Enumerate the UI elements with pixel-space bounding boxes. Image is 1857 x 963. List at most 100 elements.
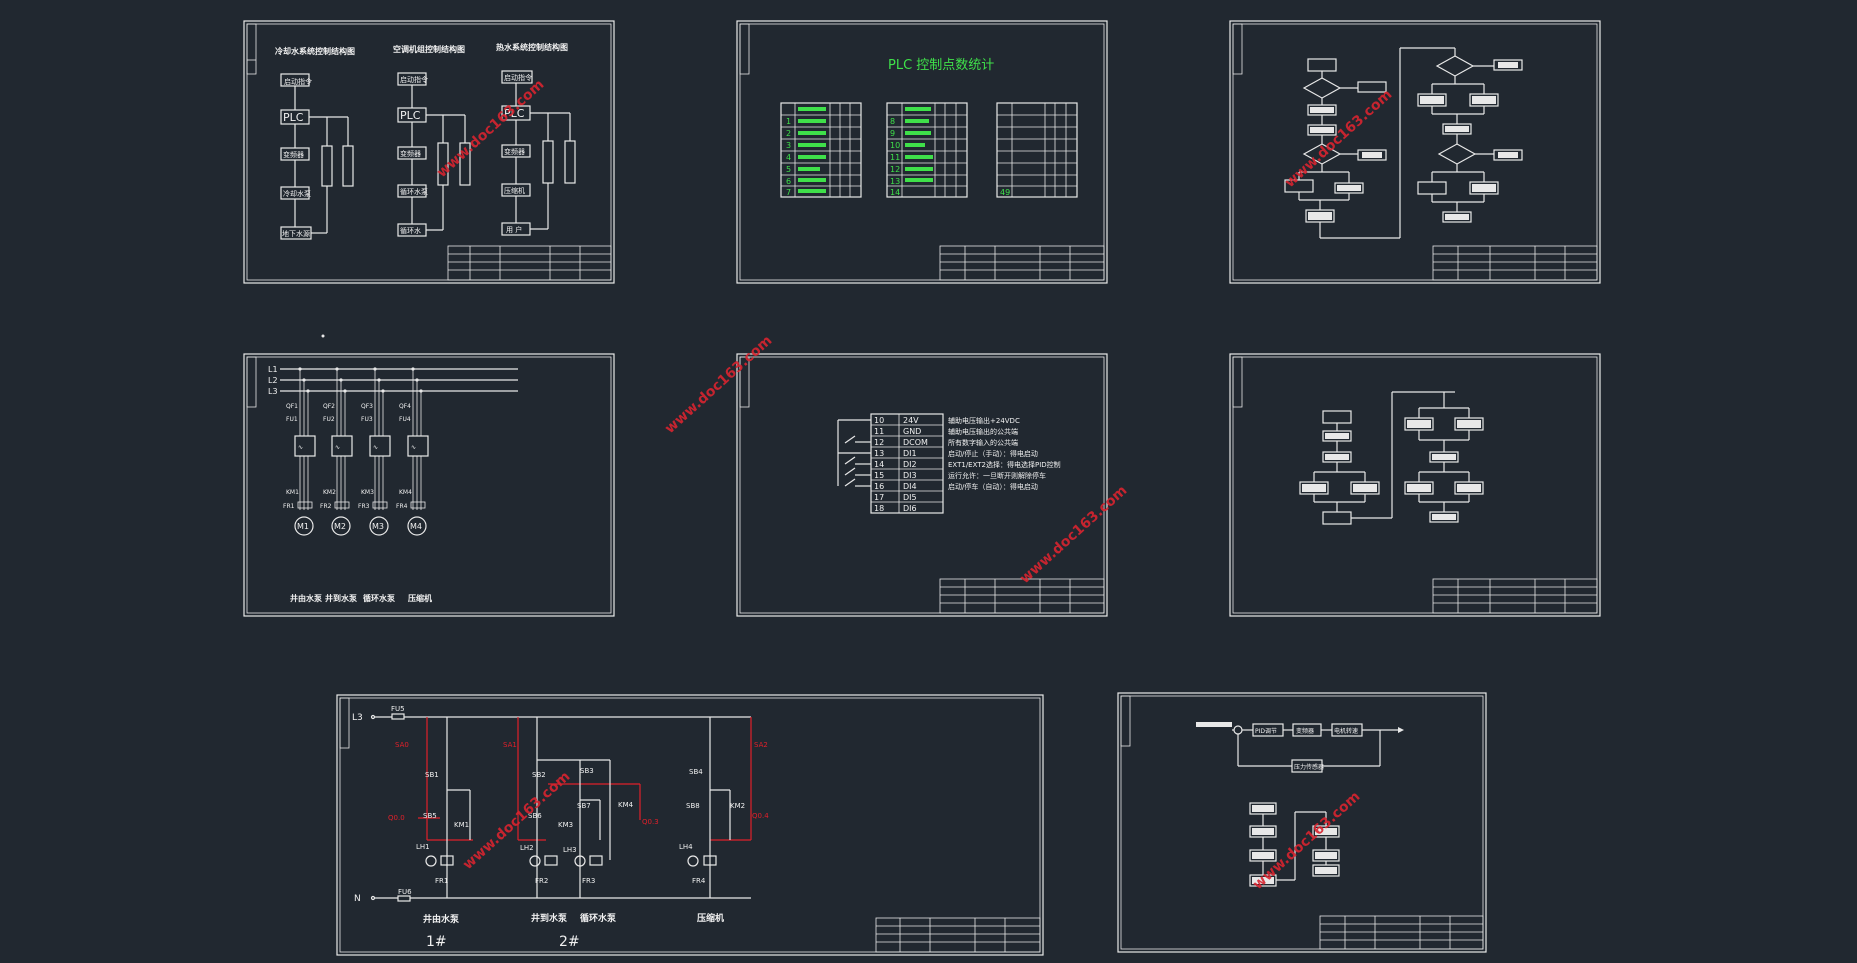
s4-junction bbox=[377, 378, 381, 382]
s7-fr2: FR2 bbox=[535, 877, 548, 885]
s5-num: 18 bbox=[874, 504, 884, 513]
s4-fuse: FU2 bbox=[323, 416, 335, 423]
sheet1-c3-plc: PLC bbox=[504, 107, 525, 120]
sheet-4-main-circuit[interactable]: L1 L2 L3 bbox=[243, 353, 615, 617]
s7-fr1: FR1 bbox=[435, 877, 448, 885]
sheet-4-labels: 井由水泵 井到水泵 循环水泵 压缩机 bbox=[290, 593, 432, 603]
s5-desc: 辅助电压输出+24VDC bbox=[948, 416, 1020, 425]
s7-fr3: FR3 bbox=[582, 877, 595, 885]
s7-lh3: LH3 bbox=[563, 846, 577, 854]
s4-vfd-box bbox=[407, 435, 429, 457]
sheet-5-terminal-wiring[interactable] bbox=[736, 353, 1108, 617]
t1-r4: 5 bbox=[786, 165, 791, 174]
s4-fuse: FU3 bbox=[361, 416, 373, 423]
t1-r6: 7 bbox=[786, 188, 791, 197]
s8-vfd: 变频器 bbox=[1296, 727, 1314, 735]
s4-contactor: KM3 bbox=[361, 489, 374, 496]
s4-motor-label: M2 bbox=[334, 522, 346, 531]
s4-vfd-box bbox=[294, 435, 316, 457]
sheet-8-pid-loop[interactable]: PID调节 变频器 电机转速 压力传感器 bbox=[1117, 692, 1487, 953]
sheet1-c3-b3: 压缩机 bbox=[504, 186, 525, 195]
s4-breaker: QF1 bbox=[286, 403, 298, 410]
s7-label-3: 压缩机 bbox=[697, 912, 724, 924]
t2-r1: 9 bbox=[890, 129, 895, 138]
s5-code: 24V bbox=[903, 416, 919, 425]
sheet-7-control-circuit[interactable]: L3 N FU5 FU6 SA0 SA1 SA2 Q0.0 Q0.3 Q0.4 … bbox=[336, 694, 1044, 956]
s4-junction bbox=[298, 367, 302, 371]
s5-code: GND bbox=[903, 427, 921, 436]
s4-l2: L2 bbox=[268, 376, 278, 385]
sheet-1-control-structure[interactable]: 冷却水系统控制结构图 空调机组控制结构图 热水系统控制结构图 启动指令 PLC … bbox=[243, 20, 615, 284]
t2-r0: 8 bbox=[890, 117, 895, 126]
s7-lh2: LH2 bbox=[520, 844, 534, 852]
watermark-5: www.doc163.com bbox=[460, 769, 573, 873]
s7-fr4: FR4 bbox=[692, 877, 706, 885]
sheet1-c2-b0: 启动指令 bbox=[400, 75, 428, 84]
sheet1-c3-b2: 变频器 bbox=[504, 147, 525, 156]
s4-label-2: 循环水泵 bbox=[362, 593, 395, 603]
s5-code: DCOM bbox=[903, 438, 928, 447]
s4-junction bbox=[343, 389, 347, 393]
sheet1-c1-b3: 冷却水泵 bbox=[283, 189, 311, 198]
s5-code: DI2 bbox=[903, 460, 917, 469]
s4-contactor: KM4 bbox=[399, 489, 412, 496]
s4-vfd-label: ∿ bbox=[298, 444, 303, 451]
sheet1-c2-b4: 循环水 bbox=[400, 226, 421, 235]
watermark-2: www.doc163.com bbox=[1282, 87, 1395, 191]
t1-r5: 6 bbox=[786, 177, 791, 186]
s4-motor-label: M3 bbox=[372, 522, 384, 531]
sheet1-c1-plc: PLC bbox=[283, 111, 304, 124]
s7-q00: Q0.0 bbox=[388, 814, 405, 822]
s4-junction bbox=[335, 367, 339, 371]
s7-neutral: N bbox=[354, 894, 361, 904]
s5-desc: 辅助电压输出的公共端 bbox=[948, 427, 1018, 436]
s7-sb7: SB7 bbox=[577, 802, 591, 810]
s4-relay-box bbox=[410, 501, 426, 509]
s4-junction bbox=[306, 389, 310, 393]
s4-relay: FR3 bbox=[358, 503, 370, 510]
s7-sa0: SA0 bbox=[395, 741, 409, 749]
s5-code: DI5 bbox=[903, 493, 917, 502]
s4-relay-box bbox=[334, 501, 350, 509]
s4-relay: FR4 bbox=[396, 503, 408, 510]
sheet-6-flowchart[interactable] bbox=[1229, 353, 1601, 617]
sheet-3-flowchart[interactable] bbox=[1229, 20, 1601, 284]
s4-contactor: KM1 bbox=[286, 489, 299, 496]
s5-num: 11 bbox=[874, 427, 884, 436]
s5-num: 13 bbox=[874, 449, 884, 458]
sheet1-title-2: 空调机组控制结构图 bbox=[393, 44, 465, 54]
t1-r1: 2 bbox=[786, 129, 791, 138]
s8-pid: PID调节 bbox=[1255, 727, 1277, 735]
s7-label-2: 循环水泵 bbox=[580, 912, 617, 924]
s4-breaker: QF3 bbox=[361, 403, 373, 410]
s7-sb3: SB3 bbox=[580, 767, 594, 775]
s4-label-1: 井到水泵 bbox=[325, 593, 357, 603]
s4-relay: FR2 bbox=[320, 503, 332, 510]
s5-desc: EXT1/EXT2选择：得电选择PID控制 bbox=[948, 460, 1061, 469]
s7-sb2: SB2 bbox=[532, 771, 546, 779]
s4-motor bbox=[331, 516, 351, 536]
stray-dot bbox=[321, 334, 325, 338]
s5-code: DI4 bbox=[903, 482, 917, 491]
s8-motor: 电机转速 bbox=[1334, 727, 1358, 735]
s7-sb6: SB6 bbox=[528, 812, 542, 820]
sheet1-title-3: 热水系统控制结构图 bbox=[496, 42, 568, 52]
s7-lh4: LH4 bbox=[679, 843, 693, 851]
s5-code: DI3 bbox=[903, 471, 917, 480]
sheet1-c3-b0: 启动指令 bbox=[504, 73, 532, 82]
s4-junction bbox=[411, 367, 415, 371]
s7-sb8: SB8 bbox=[686, 802, 700, 810]
s4-fuse: FU4 bbox=[399, 416, 411, 423]
sheet1-c3-b4: 用 户 bbox=[506, 225, 522, 234]
s5-num: 17 bbox=[874, 493, 884, 502]
sheet1-c1-b4: 地下水源 bbox=[282, 229, 310, 238]
watermark-3: www.doc163.com bbox=[662, 333, 775, 437]
t2-r6: 14 bbox=[890, 188, 900, 197]
s4-junction bbox=[419, 389, 423, 393]
s4-vfd-box bbox=[369, 435, 391, 457]
sheet-2-plc-points[interactable]: PLC 控制点数统计 1 2 3 4 5 6 7 bbox=[736, 20, 1108, 284]
s4-vfd-label: ∿ bbox=[335, 444, 340, 451]
sheet1-c1-b2: 变频器 bbox=[283, 150, 304, 159]
s7-fu5: FU5 bbox=[391, 705, 405, 713]
